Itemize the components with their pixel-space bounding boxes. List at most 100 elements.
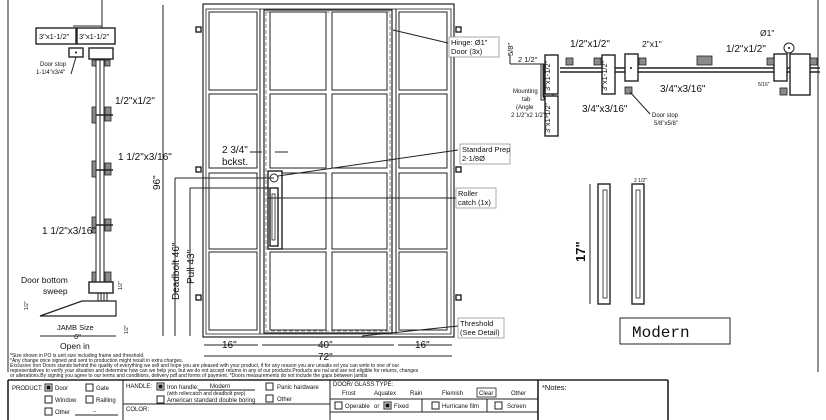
handle-label: HANDLE: <box>126 384 152 390</box>
mounting-tab-label: Mounting <box>513 89 538 95</box>
disclaimer-line: *Any change once signed and sent to prod… <box>10 358 183 364</box>
hurricane-film-checkbox[interactable] <box>431 401 440 410</box>
operable-label: Operable <box>345 404 370 410</box>
disclaimer: *Size shown in PO is unit size including… <box>10 353 419 379</box>
bar-size-label: 1 1/2"x3/16" <box>118 152 172 163</box>
prep-callout: 2-1/8Ø <box>462 154 485 163</box>
notes-label: *Notes: <box>542 383 567 392</box>
glass-pane <box>331 93 388 169</box>
fixed-checkbox[interactable] <box>383 401 392 410</box>
handle-style-name: Modern <box>632 324 690 342</box>
glass-option-flemish[interactable]: Flemish <box>442 391 463 397</box>
threshold-callout: Threshold <box>460 319 493 328</box>
glass-option-other[interactable]: Other <box>511 391 526 397</box>
dim-label: 2 1/2" <box>634 178 647 184</box>
roller-callout: catch (1x) <box>458 198 491 207</box>
bar-size-label: 1 1/2"x3/16" <box>42 226 96 237</box>
handle-panic-checkbox[interactable] <box>265 382 274 391</box>
or-label: or <box>374 404 379 410</box>
profile-label: 3"x1-1/2" <box>79 32 110 41</box>
product-window-checkbox[interactable] <box>44 395 53 404</box>
operable-checkbox[interactable] <box>334 401 343 410</box>
handle-iron-checkbox[interactable] <box>156 382 165 391</box>
product-door-label: Door <box>55 386 68 392</box>
glass-pane <box>398 93 448 169</box>
height-dimension: 96" <box>152 175 163 190</box>
bar-size-label: 1/2"x1/2" <box>726 44 766 55</box>
pull-dimension: Pull 43" <box>186 249 197 284</box>
sweep-label: sweep <box>43 286 68 296</box>
glass-pane <box>331 11 388 91</box>
roller-callout: Roller <box>458 189 478 198</box>
backset-label: bckst. <box>222 157 248 168</box>
profile-label: 3"x1-1/2" <box>543 102 552 133</box>
glass-pane <box>208 251 258 331</box>
disclaimer-line: *Size shown in PO is unit size including… <box>10 353 145 359</box>
bar-size-label: 1/2"x1/2" <box>570 39 610 50</box>
hurricane-film-label: Hurricane film <box>442 404 479 410</box>
product-gate-label: Gate <box>96 386 110 392</box>
width-dimension: 40" <box>318 340 333 351</box>
glass-option-frost[interactable]: Frost <box>342 391 356 397</box>
door-stop-label: Door stop <box>652 113 679 119</box>
glass-pane <box>331 251 388 331</box>
profile-label: 3"x1-1/2" <box>600 60 609 91</box>
product-other-value[interactable]: -- <box>93 409 97 415</box>
product-door-checkbox[interactable] <box>44 383 53 392</box>
handle-other-label: Other <box>277 397 292 403</box>
screen-label: Screen <box>507 404 526 410</box>
width-dimension: 16" <box>222 340 237 351</box>
dim-label: 1/2" <box>24 301 30 310</box>
plan-section: 5/8" 2 1/2" 3"x1-1/2" 3"x1-1/2" 3"x1-1/2… <box>506 28 820 137</box>
width-dimension: 16" <box>415 340 430 351</box>
dim-label: 5/8" <box>506 43 515 56</box>
glass-pane <box>269 93 327 169</box>
gap-label: 5/16" <box>758 82 770 88</box>
profile-label: 3"x1-1/2" <box>543 60 552 91</box>
glass-option-aquatex[interactable]: Aquatex <box>374 391 396 397</box>
screen-checkbox[interactable] <box>494 401 503 410</box>
handle-iron-label: Iron handle: <box>167 385 199 391</box>
bar-size-label: 3/4"x3/16" <box>582 104 628 115</box>
dim-label: 2 1/2" <box>518 55 538 64</box>
door-elevation: 96" Deadbolt 46" Pull 43" 2 3/4" bckst. … <box>152 3 510 363</box>
handle-iron-value[interactable]: Modern <box>210 384 230 390</box>
sweep-label: Door bottom <box>21 275 68 285</box>
disclaimer-line: Exclusive Iron Doors stands behind the q… <box>10 363 399 369</box>
glass-pane <box>208 93 258 169</box>
product-railling-checkbox[interactable] <box>85 395 94 404</box>
glass-option-clear[interactable]: Clear <box>479 391 493 397</box>
glass-pane <box>208 11 258 91</box>
threshold-callout: (See Detail) <box>460 328 500 337</box>
glass-pane <box>208 172 258 250</box>
product-railling-label: Railling <box>96 398 116 404</box>
hinge-callout: Door (3x) <box>451 47 483 56</box>
product-gate-checkbox[interactable] <box>85 383 94 392</box>
glass-pane <box>269 251 327 331</box>
mounting-tab-label: 2 1/2"x2 1/2") <box>511 113 547 119</box>
glass-pane <box>269 11 327 91</box>
handle-american-checkbox[interactable] <box>156 395 165 404</box>
dim-label: 1/2" <box>124 325 130 334</box>
product-other-checkbox[interactable] <box>44 407 53 416</box>
door-stop-size: 1-1/4"x3/4" <box>36 70 65 76</box>
order-form: PRODUCT: Door Gate Window Railling Other… <box>7 379 669 420</box>
door-stop-label: 5/8"x5/8" <box>654 121 678 127</box>
glass-pane <box>398 11 448 91</box>
handle-detail: 17" 2 1/2" Modern <box>573 178 731 345</box>
glass-panes <box>208 11 448 331</box>
door-stop-label: Door stop <box>40 62 67 68</box>
glass-type-label: DOOR/ GLASS TYPE: <box>333 382 394 388</box>
handle-iron-note: (with rollercatch and deadbolt prep) <box>167 391 246 397</box>
prep-callout: Standard Prep <box>462 145 510 154</box>
handle-other-checkbox[interactable] <box>265 394 274 403</box>
handle-american-label: American standard double boring <box>167 398 255 404</box>
product-label: PRODUCT: <box>12 386 43 392</box>
bar-size-label: 3/4"x3/16" <box>660 84 706 95</box>
dim-label: 1/2" <box>118 281 124 290</box>
mounting-tab-label: tab <box>522 97 531 103</box>
glass-pane <box>398 172 448 250</box>
product-window-label: Window <box>55 398 77 404</box>
glass-option-rain[interactable]: Rain <box>410 391 422 397</box>
